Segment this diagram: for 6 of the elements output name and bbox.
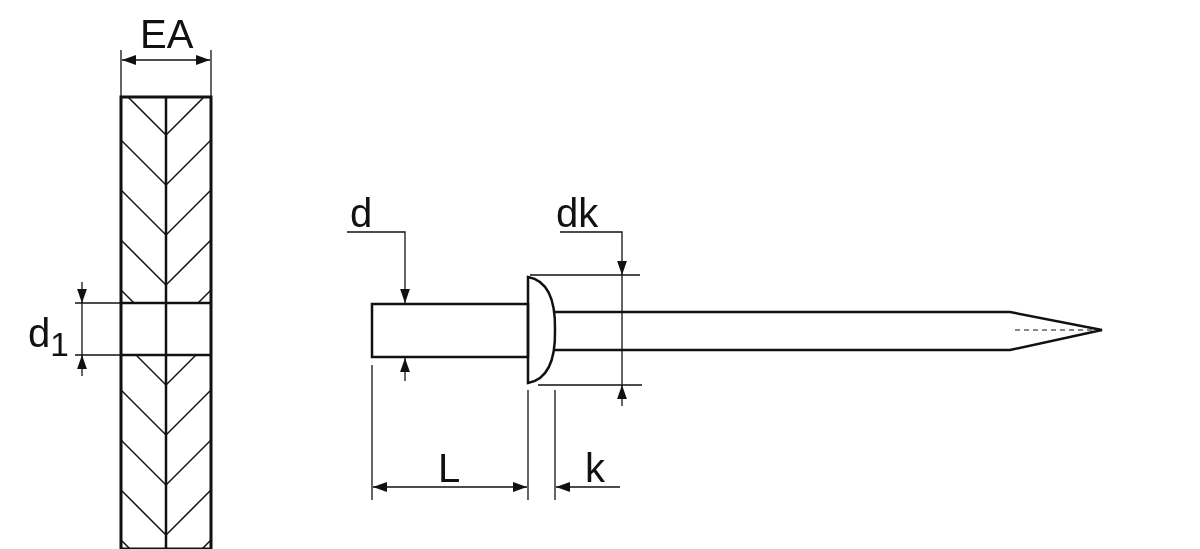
dimension-label: L (438, 448, 461, 488)
dimension-label: k (585, 448, 605, 488)
dimension-label: dk (556, 193, 599, 233)
dimension-label: d$_{1}$ (28, 313, 69, 362)
dimension-label: d (350, 193, 373, 233)
dimension-label: EA (140, 14, 194, 54)
